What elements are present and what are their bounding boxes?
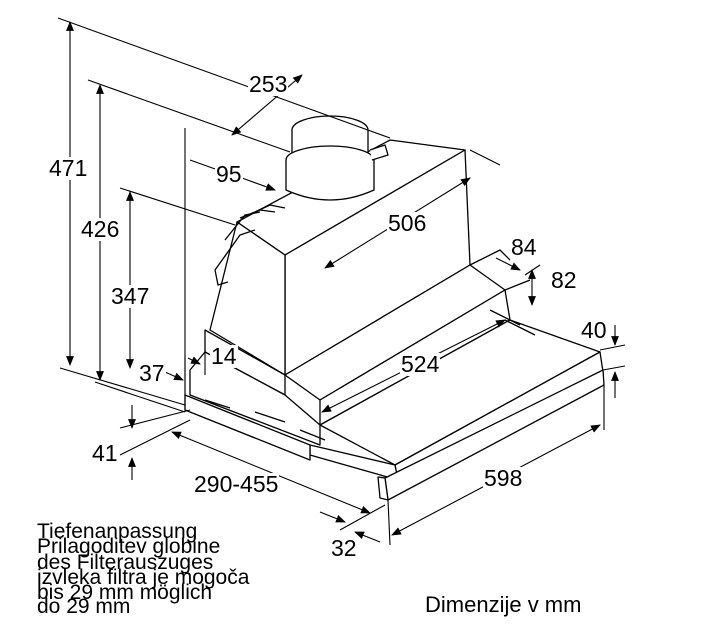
dimension-95: 95 [215,161,243,187]
note-german-line2: des Filterauszuges [37,551,214,574]
units-caption: Dimenzije v mm [425,592,582,617]
dimension-41: 41 [91,440,119,466]
dimension-40: 40 [580,317,608,343]
dimension-506: 506 [387,210,428,236]
note-slovenian-line1: Prilagoditev globine [37,535,221,558]
note-slovenian-line3: do 29 mm [37,595,131,618]
dimension-lines [57,17,626,546]
note-german-line1: Tiefenanpassung [37,520,198,543]
dimension-253: 253 [248,71,289,97]
dimension-82: 82 [550,267,578,293]
note-german-line3: bis 29 mm möglich [37,581,213,604]
dimension-524: 524 [400,351,441,377]
dimension-471: 471 [48,155,89,181]
dimension-32: 32 [330,535,358,561]
hood-body [184,115,605,501]
dimension-426: 426 [80,216,121,242]
dimension-347: 347 [110,283,151,309]
dimension-37: 37 [138,360,166,386]
dimension-598: 598 [483,465,524,491]
note-slovenian-line2: izvleka filtra je mogoča [37,566,250,589]
dimension-84: 84 [510,234,538,260]
dimension-14: 14 [210,343,238,369]
dimension-290-455: 290-455 [193,471,280,497]
